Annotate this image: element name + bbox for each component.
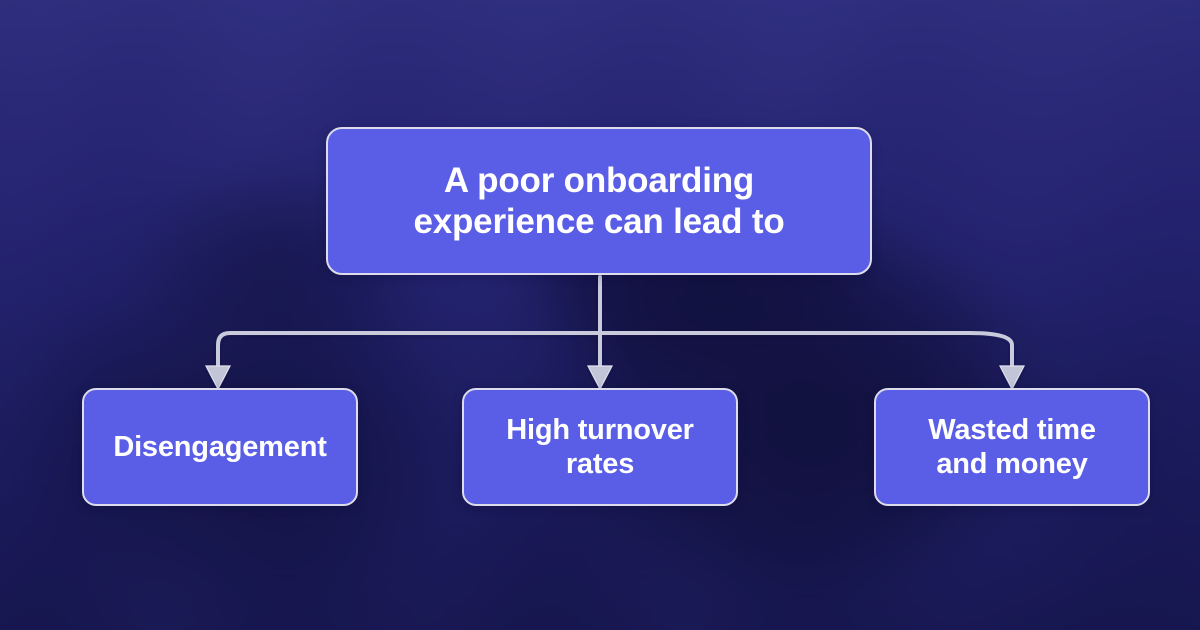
node-wasted-time-and-money[interactable]: Wasted time and money [874,388,1150,506]
node-disengagement[interactable]: Disengagement [82,388,358,506]
node-root[interactable]: A poor onboarding experience can lead to [326,127,872,275]
node-high-turnover-rates[interactable]: High turnover rates [462,388,738,506]
